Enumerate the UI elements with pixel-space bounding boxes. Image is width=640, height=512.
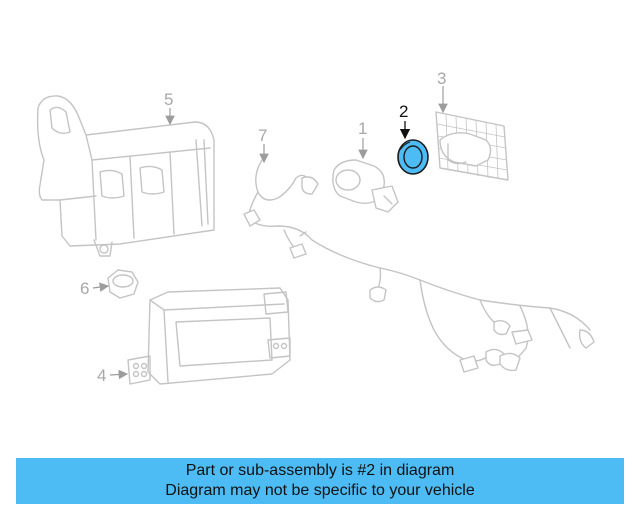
part-6-nut: [107, 269, 139, 299]
leader-lines: [92, 86, 448, 380]
parts-diagram: 1 2 3 4 5 6 7: [36, 69, 595, 385]
callout-1: 1: [358, 119, 367, 138]
info-banner: Part or sub-assembly is #2 in diagram Di…: [16, 458, 624, 504]
part-5-bracket: [36, 95, 215, 257]
part-4-module: [127, 287, 291, 385]
callout-7: 7: [258, 126, 267, 145]
callout-3: 3: [437, 69, 446, 88]
callout-2: 2: [399, 102, 408, 121]
part-2-retainer-ring: [397, 139, 429, 175]
callout-4: 4: [97, 366, 106, 385]
banner-line-1: Part or sub-assembly is #2 in diagram: [185, 462, 455, 479]
part-1-sensor: [332, 159, 399, 213]
callout-5: 5: [164, 90, 173, 109]
callout-6: 6: [80, 279, 89, 298]
part-3-bracket: [435, 111, 509, 181]
banner-line-2: Diagram may not be specific to your vehi…: [165, 482, 475, 499]
part-7-harness: [243, 159, 595, 373]
